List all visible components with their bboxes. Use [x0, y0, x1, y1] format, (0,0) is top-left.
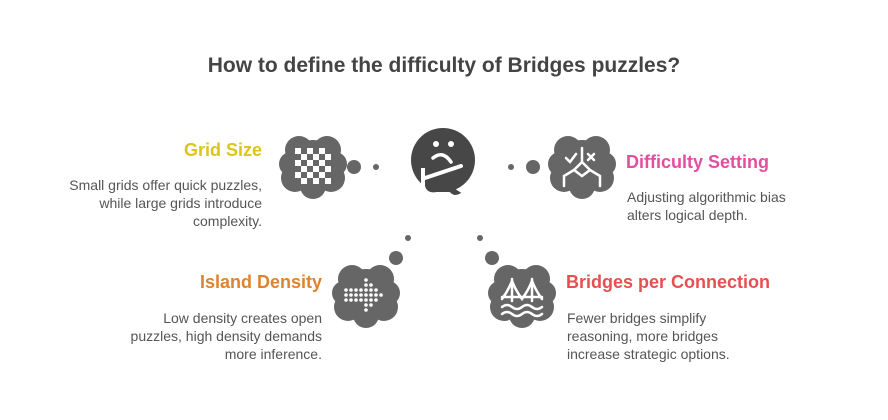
connector-dot: [405, 235, 411, 241]
desc-line: Fewer bridges simplify: [567, 310, 707, 326]
desc-line: more inference.: [224, 346, 322, 362]
desc-line: complexity.: [193, 213, 262, 229]
connector-dot: [526, 160, 540, 174]
connector-dot: [485, 251, 499, 265]
desc-line: puzzles, high density demands: [130, 328, 322, 344]
desc-line: alters logical depth.: [627, 207, 748, 223]
connector-dot: [347, 160, 361, 174]
dot-arrow-icon: [332, 265, 400, 328]
bridge-icon: [488, 265, 556, 328]
desc-line: reasoning, more bridges: [567, 328, 718, 344]
grid-size-heading: Grid Size: [183, 140, 262, 160]
island-density-description: Low density creates open puzzles, high d…: [131, 309, 322, 363]
connector-dot: [477, 235, 483, 241]
difficulty-setting-description: Adjusting algorithmic bias alters logica…: [627, 188, 786, 224]
desc-line: Small grids offer quick puzzles,: [69, 177, 262, 193]
desc-line: increase strategic options.: [567, 346, 730, 362]
bridges-per-connection-description: Fewer bridges simplify reasoning, more b…: [567, 309, 730, 363]
desc-line: Adjusting algorithmic bias: [627, 189, 786, 205]
island-density-heading: Island Density: [199, 272, 322, 292]
checkerboard-icon: [279, 136, 347, 199]
grid-size-description: Small grids offer quick puzzles, while l…: [69, 176, 262, 230]
connector-dot: [373, 164, 379, 170]
connector-dot: [508, 164, 514, 170]
page-title: How to define the difficulty of Bridges …: [207, 54, 681, 77]
desc-line: Low density creates open: [163, 310, 322, 326]
decision-branch-icon: [548, 136, 616, 199]
bridges-per-connection-heading: Bridges per Connection: [566, 272, 771, 292]
difficulty-setting-heading: Difficulty Setting: [626, 152, 769, 172]
desc-line: while large grids introduce: [99, 195, 262, 211]
connector-dot: [389, 251, 403, 265]
thinking-face-icon: [411, 128, 475, 199]
